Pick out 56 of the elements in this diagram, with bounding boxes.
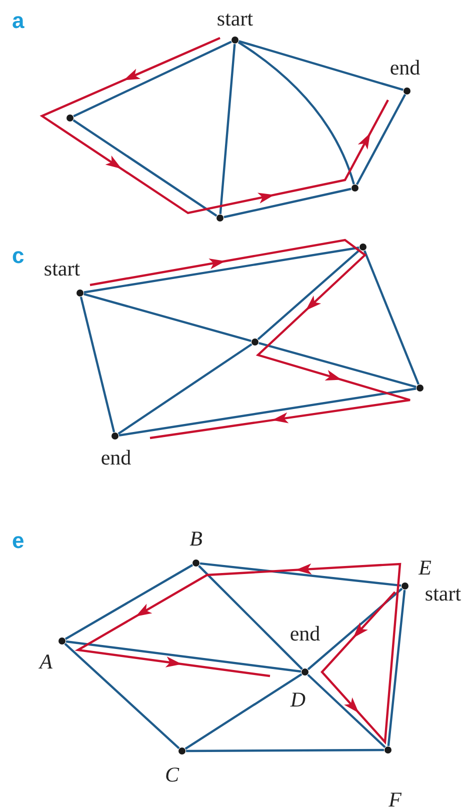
vertex-dot	[352, 184, 358, 192]
vertex-dot	[416, 384, 424, 392]
vertex-label: C	[165, 764, 179, 786]
graph-edge	[186, 748, 384, 752]
vertex-label: end	[100, 448, 132, 468]
vertex-dot	[302, 668, 308, 676]
graph-edge	[72, 119, 218, 217]
vertex-label: end	[290, 624, 320, 644]
graph-edge	[356, 94, 406, 185]
vertex-label: start	[216, 8, 254, 30]
vertex-dot	[192, 560, 200, 566]
vertex-dot	[58, 638, 66, 644]
vertex-label: B	[190, 528, 202, 550]
vertex-dot	[76, 290, 84, 296]
vertex-dot	[402, 582, 408, 590]
graph-edge	[118, 343, 252, 435]
vertex-dot	[252, 338, 258, 346]
panel-letter: a	[12, 10, 24, 32]
graph-edge	[200, 562, 402, 587]
vertex-dot	[178, 748, 186, 754]
graph-edge	[184, 673, 302, 750]
graph-edge	[198, 565, 303, 670]
graph-edge	[84, 246, 360, 294]
graph-edge	[66, 640, 302, 673]
graph-edge	[257, 248, 361, 340]
panel-letter: c	[12, 245, 24, 267]
vertex-dot	[384, 746, 392, 754]
panel-letter: e	[12, 530, 24, 552]
vertex-label: start	[424, 584, 462, 604]
vertex-label: D	[290, 690, 306, 710]
graph-edge	[219, 44, 236, 214]
graph-edge	[258, 342, 416, 388]
graph-edge	[238, 41, 355, 184]
vertex-dot	[112, 432, 118, 440]
vertex-label: start	[44, 258, 80, 280]
graph-edge	[307, 588, 403, 670]
vertex-label: E	[418, 558, 432, 578]
graph-edge	[387, 590, 406, 746]
graph-edge	[307, 674, 386, 748]
graph-edge	[238, 40, 404, 91]
graph-edge	[64, 642, 180, 750]
graph-edge	[118, 388, 416, 436]
vertex-dot	[216, 214, 224, 222]
vertex-dot	[360, 244, 366, 250]
graph-edge	[84, 293, 252, 342]
graph-edge	[363, 250, 420, 385]
graph-edge	[73, 40, 232, 118]
vertex-label: A	[40, 652, 52, 672]
graph-edge	[224, 188, 352, 218]
vertex-dot	[232, 36, 238, 44]
vertex-dot	[404, 88, 410, 94]
graph-edge	[64, 564, 194, 640]
graph-edge	[80, 296, 116, 432]
vertex-label: end	[390, 58, 420, 78]
vertex-label: F	[388, 790, 402, 810]
vertex-dot	[66, 114, 74, 122]
